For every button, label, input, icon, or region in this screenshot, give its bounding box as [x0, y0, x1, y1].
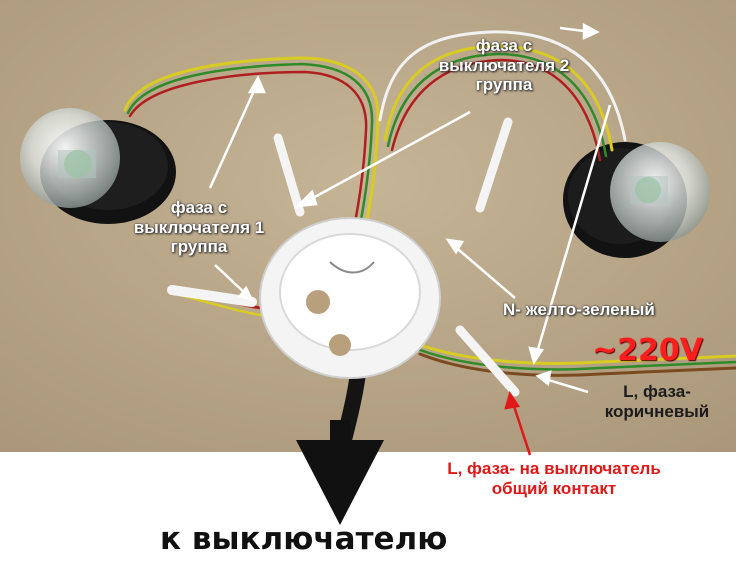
- pointer-arrows: [208, 22, 612, 394]
- arrow-shaft: [330, 420, 350, 444]
- label-voltage: ~220V: [592, 333, 703, 368]
- left-lamp: [20, 108, 176, 224]
- label-phase-switch-common: L, фаза- на выключатель общий контакт: [447, 459, 661, 498]
- red-pointer-arrow: [504, 391, 532, 456]
- bottom-strip: [0, 452, 736, 570]
- label-to-switch: к выключателю: [160, 521, 448, 557]
- label-phase-group2: фаза с выключателя 2 группа: [438, 36, 570, 95]
- right-lamp: [563, 142, 710, 258]
- label-phase-brown: L, фаза- коричневый: [604, 382, 710, 421]
- down-arrow-icon: [296, 440, 384, 525]
- label-phase-group1: фаза с выключателя 1 группа: [133, 198, 265, 257]
- junction-box: [259, 217, 441, 379]
- label-neutral: N- желто-зеленый: [503, 300, 655, 319]
